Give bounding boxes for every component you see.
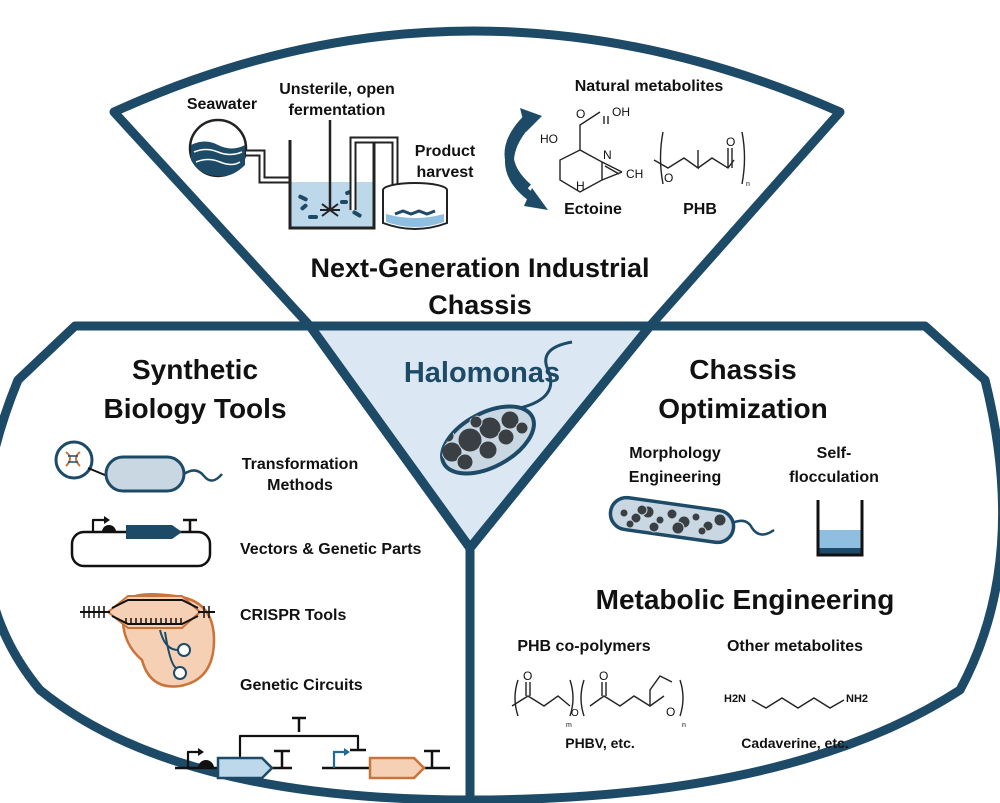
phb-structure: [653, 131, 746, 185]
genetic-circuit-icon: [175, 716, 450, 780]
synbio-title-2: Biology Tools: [103, 393, 286, 424]
ectoine-oh: OH: [612, 105, 630, 119]
granule: [625, 519, 635, 529]
phbv-n: n: [682, 722, 686, 729]
granule: [500, 410, 520, 430]
phb-copolymers-label: PHB co-polymers: [517, 638, 650, 655]
harvest-dish: [382, 182, 448, 230]
ectoine-label: Ectoine: [564, 201, 622, 218]
ectoine-ho: HO: [540, 132, 558, 146]
granule: [697, 526, 707, 536]
granule: [713, 513, 727, 527]
crispr-label: CRISPR Tools: [240, 607, 346, 624]
flocculation-label-2: flocculation: [789, 469, 879, 486]
elongated-cell-icon: [608, 495, 775, 545]
crispr-icon: [80, 593, 216, 688]
harvest-label-1: Product: [415, 143, 476, 160]
phbv-o1: O: [523, 669, 532, 683]
transformation-label-2: Methods: [267, 477, 333, 494]
granule: [666, 508, 678, 520]
fermentation-label-1: Unsterile, open: [279, 81, 395, 98]
h2n-label: H2N: [724, 693, 746, 705]
granule: [655, 515, 665, 525]
phb-n: n: [746, 181, 750, 188]
long-cell-granules: [619, 504, 727, 536]
phbv-label: PHBV, etc.: [565, 735, 635, 751]
transformation-icon: [54, 440, 223, 493]
morphology-label-2: Engineering: [629, 469, 721, 486]
ectoine-ch: CH: [626, 167, 643, 181]
flocculation-tube: [816, 500, 864, 557]
granule: [636, 504, 648, 516]
crispr-rungs: [83, 606, 210, 624]
chassis-title-1: Next-Generation Industrial: [310, 253, 649, 283]
chassis-opt-title-2: Optimization: [658, 393, 828, 424]
fermentation-label-2: fermentation: [289, 102, 386, 119]
other-metabolites-label: Other metabolites: [727, 638, 863, 655]
phbv-o2: O: [571, 708, 579, 719]
phbv-o3: O: [599, 669, 608, 683]
seawater-label: Seawater: [187, 96, 257, 113]
phb-label: PHB: [683, 201, 717, 218]
granule: [478, 440, 498, 460]
granule: [497, 428, 515, 446]
phbv-m: m: [566, 722, 572, 729]
right-segment-outline: [465, 321, 1000, 803]
ectoine-h: H: [576, 179, 585, 193]
harvest-label-2: harvest: [417, 164, 475, 181]
nh2-label: NH2: [846, 693, 868, 705]
cycle-arrows: [504, 108, 548, 210]
top-segment-outline: [109, 26, 845, 553]
seawater-tank: [188, 118, 248, 178]
natural-metabolites-label: Natural metabolites: [575, 78, 724, 95]
fermenter-vessel: [288, 120, 376, 230]
ectoine-structure: [559, 111, 623, 193]
granule: [619, 508, 629, 518]
phbv-structure: [511, 675, 684, 717]
morphology-label-1: Morphology: [629, 445, 721, 462]
transformation-label-1: Transformation: [242, 456, 358, 473]
left-segment-outline: [0, 321, 475, 803]
granule: [648, 521, 660, 533]
synbio-title-1: Synthetic: [132, 354, 258, 385]
ectoine-n: N: [603, 148, 612, 162]
metabolic-engineering-title: Metabolic Engineering: [596, 584, 895, 615]
granule: [469, 415, 483, 429]
flocculation-label-1: Self-: [817, 445, 852, 462]
genetic-circuits-label: Genetic Circuits: [240, 677, 363, 694]
granule: [457, 427, 483, 453]
granule: [691, 512, 701, 522]
inlet-pipe: [246, 149, 290, 184]
granule: [671, 521, 685, 535]
granule: [456, 453, 474, 471]
cadaverine-structure: [751, 697, 845, 709]
granule: [630, 512, 642, 524]
cadaverine-label: Cadaverine, etc.: [741, 735, 848, 751]
phbv-o4: O: [666, 705, 675, 719]
phb-o-ring: O: [664, 171, 673, 185]
granule: [515, 421, 529, 435]
phb-o-carbonyl: O: [726, 135, 735, 149]
granule: [478, 416, 502, 440]
chassis-title-2: Chassis: [428, 290, 532, 320]
chassis-opt-title-1: Chassis: [689, 354, 796, 385]
vector-icon: [70, 516, 212, 568]
halomonas-title: Halomonas: [404, 357, 560, 389]
ectoine-o: O: [576, 107, 585, 121]
vectors-label: Vectors & Genetic Parts: [240, 541, 422, 558]
